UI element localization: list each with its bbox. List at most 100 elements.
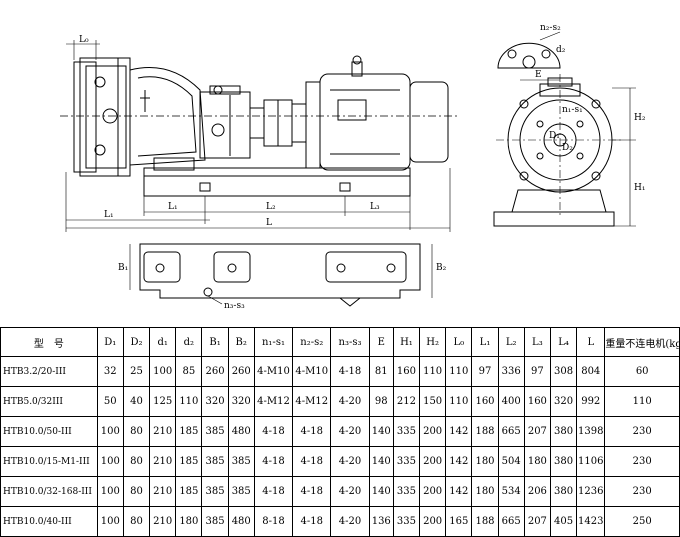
table-cell: 504	[497, 446, 525, 477]
table-header-cell: 重量不连电机(kg)	[604, 327, 680, 357]
pump-dimension-drawing: L₀ L₁ L₁ L₂ L₃ L n₂-s₂ d₂	[60, 23, 646, 311]
model-cell: HTB10.0/40-III	[0, 506, 98, 537]
model-cell: HTB10.0/50-III	[0, 416, 98, 447]
table-header-cell: D₁	[96, 327, 124, 357]
dim-label-D2: D₂	[562, 143, 573, 153]
table-cell: 804	[576, 356, 606, 387]
table-cell: 85	[175, 356, 203, 387]
table-cell: 4-18	[330, 356, 370, 387]
dim-label-H1: H₁	[634, 183, 645, 193]
table-cell: 250	[604, 506, 680, 537]
table-cell: 40	[122, 386, 151, 417]
table-cell: 4-20	[330, 446, 370, 477]
table-cell: 200	[419, 506, 447, 537]
table-cell: 110	[175, 386, 203, 417]
table-cell: 665	[497, 416, 525, 447]
table-cell: 185	[175, 446, 203, 477]
table-cell: 142	[445, 476, 473, 507]
table-cell: 180	[471, 446, 499, 477]
dim-label-L1-long: L₁	[104, 210, 114, 220]
table-header-cell: d₂	[175, 327, 203, 357]
dim-label-n1s1: n₁-s₁	[562, 105, 583, 115]
table-cell: 140	[368, 476, 394, 507]
table-cell: 97	[471, 356, 499, 387]
model-cell: HTB10.0/15-M1-III	[0, 446, 98, 477]
table-cell: 4-M10	[292, 356, 332, 387]
table-cell: 260	[201, 356, 229, 387]
table-cell: 180	[175, 506, 203, 537]
table-cell: 385	[201, 476, 229, 507]
table-cell: 200	[419, 416, 447, 447]
table-header-cell: n₃-s₃	[330, 327, 370, 357]
table-cell: 150	[419, 386, 447, 417]
dim-label-L0: L₀	[79, 35, 89, 45]
table-cell: 185	[175, 476, 203, 507]
dim-label-n2s2: n₂-s₂	[540, 23, 561, 33]
table-header-cell: L	[576, 327, 606, 357]
table-cell: 81	[368, 356, 394, 387]
dim-label-n3s3: n₃-s₃	[224, 301, 245, 311]
table-cell: 25	[122, 356, 151, 387]
table-cell: 1236	[576, 476, 606, 507]
dim-label-B1: B₁	[118, 263, 128, 273]
table-header-cell: n₁-s₁	[253, 327, 294, 357]
table-cell: 4-18	[253, 416, 294, 447]
table-cell: 4-M12	[292, 386, 332, 417]
table-cell: 260	[227, 356, 255, 387]
table-cell: 380	[549, 476, 578, 507]
table-cell: 142	[445, 446, 473, 477]
table-cell: 97	[523, 356, 551, 387]
table-cell: 385	[201, 446, 229, 477]
table-cell: 110	[604, 386, 680, 417]
table-cell: 185	[175, 416, 203, 447]
table-cell: 320	[227, 386, 255, 417]
table-cell: 212	[392, 386, 421, 417]
table-cell: 4-18	[292, 446, 332, 477]
table-cell: 380	[549, 416, 578, 447]
table-cell: 210	[149, 476, 177, 507]
table-cell: 480	[227, 506, 255, 537]
table-cell: 400	[497, 386, 525, 417]
table-cell: 385	[227, 446, 255, 477]
table-cell: 160	[523, 386, 551, 417]
table-cell: 100	[96, 446, 124, 477]
table-cell: 142	[445, 416, 473, 447]
table-cell: 80	[122, 416, 151, 447]
table-cell: 320	[549, 386, 578, 417]
table-cell: 50	[96, 386, 124, 417]
table-cell: 136	[368, 506, 394, 537]
table-cell: 1398	[576, 416, 606, 447]
table-cell: 110	[419, 356, 447, 387]
table-cell: 4-20	[330, 476, 370, 507]
table-cell: 80	[122, 476, 151, 507]
table-header-cell: E	[368, 327, 394, 357]
table-cell: 100	[96, 506, 124, 537]
table-cell: 160	[392, 356, 421, 387]
table-cell: 165	[445, 506, 473, 537]
model-cell: HTB10.0/32-168-III	[0, 476, 98, 507]
table-cell: 207	[523, 416, 551, 447]
table-cell: 210	[149, 416, 177, 447]
dim-label-H2: H₂	[634, 113, 646, 123]
table-header-cell: 型 号	[0, 327, 98, 357]
table-cell: 100	[149, 356, 177, 387]
end-view: n₂-s₂ d₂ n₁-s₁ D₁ D₂ E H₂ H₁	[493, 23, 646, 227]
table-cell: 335	[392, 506, 421, 537]
dim-label-B2: B₂	[436, 263, 447, 273]
table-cell: 230	[604, 446, 680, 477]
table-cell: 100	[96, 476, 124, 507]
table-header-cell: n₂-s₂	[292, 327, 332, 357]
table-cell: 210	[149, 446, 177, 477]
table-cell: 200	[419, 446, 447, 477]
table-cell: 4-20	[330, 386, 370, 417]
dim-label-L1: L₁	[168, 202, 178, 212]
table-cell: 100	[96, 416, 124, 447]
